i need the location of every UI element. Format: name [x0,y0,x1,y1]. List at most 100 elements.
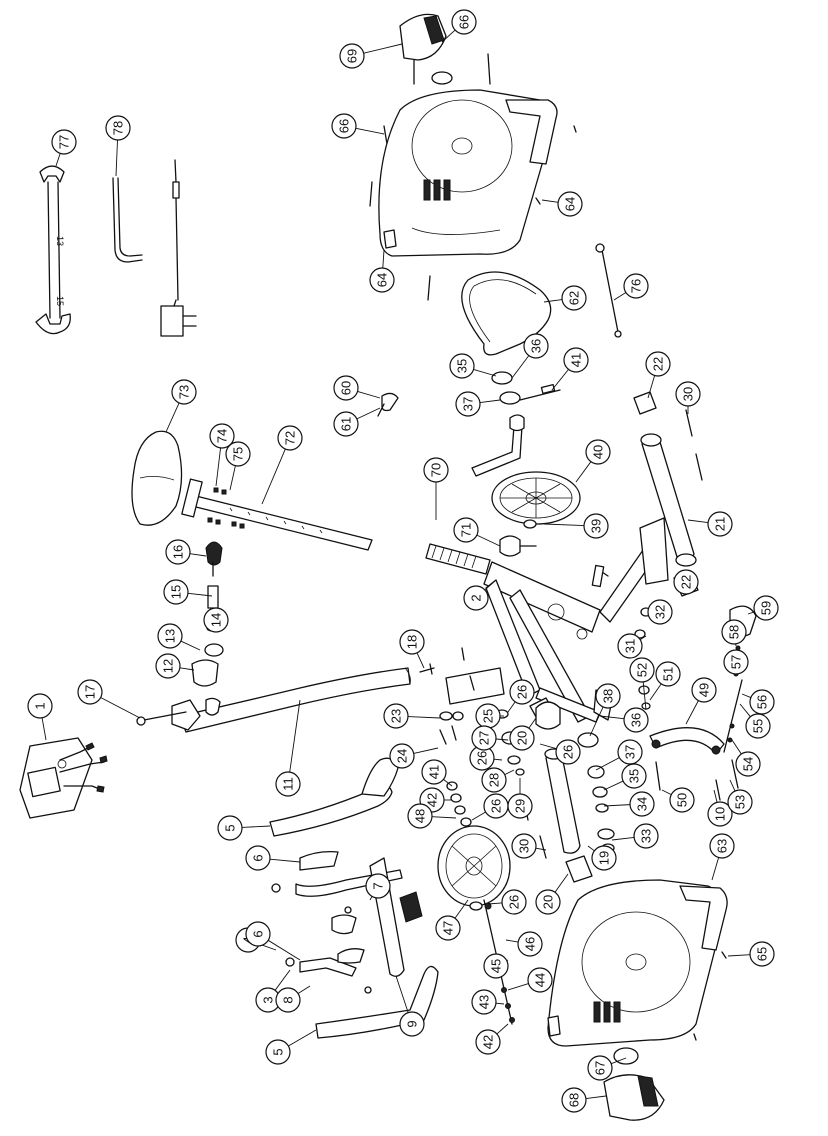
callout-leader-75 [229,465,236,491]
callout-circle [333,375,359,401]
callout-leader-6 [267,939,301,961]
callout-number: 42 [425,793,440,807]
callout-25: 25 [475,703,501,729]
callout-circle [723,649,749,675]
callout-number: 24 [395,749,410,763]
callout-leader-26 [487,902,503,905]
callout-number: 10 [713,807,728,821]
callout-number: 42 [481,1035,496,1049]
callout-70: 70 [423,457,449,483]
callout-circle [331,113,357,139]
callout-leader-26 [539,743,557,750]
callout-circle [623,273,649,299]
callout-22: 22 [673,569,699,595]
lower-end-cap [603,1047,665,1121]
callout-number: 20 [541,895,556,909]
callout-7: 7 [365,873,391,899]
callout-leader-41 [551,369,569,391]
callout-number: 49 [697,683,712,697]
callout-circle [471,989,497,1015]
callout-leader-27 [495,738,509,741]
callout-number: 14 [209,613,224,627]
callout-circle [365,873,391,899]
callout-41: 41 [563,347,589,373]
callout-circle [707,801,733,827]
callout-56: 56 [749,689,775,715]
callout-leader-74 [215,447,222,487]
callout-circle [753,595,779,621]
callout-number: 13 [163,629,178,643]
callout-number: 75 [231,447,246,461]
callout-circle [707,511,733,537]
callout-39: 39 [583,513,609,539]
callout-leader-15 [187,592,213,597]
callout-circle [645,351,671,377]
callout-circle [673,569,699,595]
callout-leader-49 [685,700,699,725]
callout-circle [557,191,583,217]
callout-number: 50 [675,793,690,807]
callout-leader-55 [739,703,751,717]
callout-2: 2 [463,585,489,611]
callout-circle [527,967,553,993]
callout-33: 33 [633,823,659,849]
callout-leader-9 [395,975,409,1013]
callout-number: 69 [345,49,360,63]
callout-leader-66 [355,127,385,135]
callout-number: 57 [729,655,744,669]
callout-number: 9 [405,1020,420,1027]
callout-circle [721,619,747,645]
callout-60: 60 [333,375,359,401]
callout-leader-26 [471,811,486,821]
callout-circle [245,845,271,871]
callout-circle [77,679,103,705]
callout-circle [339,43,365,69]
callout-leader-33 [611,836,635,841]
callout-31: 31 [617,633,643,659]
callout-number: 77 [57,135,72,149]
callout-leader-40 [575,461,592,483]
callout-62: 62 [561,285,587,311]
callout-21: 21 [707,511,733,537]
callout-number: 38 [601,689,616,703]
callout-circle [171,379,197,405]
callout-circle [105,115,131,141]
main-frame [445,517,669,723]
callout-leader-13 [180,640,201,651]
pedal-rod [425,535,537,575]
callout-circle [509,725,535,751]
seat-post [181,478,373,551]
callout-circle [451,9,477,35]
pulse-sensors [299,850,423,964]
callout-leader-46 [505,939,519,943]
callout-number: 71 [459,523,474,537]
callout-number: 7 [371,882,386,889]
callout-number: 35 [455,359,470,373]
callout-number: 31 [623,639,638,653]
callout-26: 26 [483,793,509,819]
callout-leader-54 [731,739,742,755]
callout-36: 36 [623,707,649,733]
callout-leader-19 [587,845,595,852]
handlebar-post [136,541,435,733]
callout-18: 18 [399,629,425,655]
callout-number: 66 [337,119,352,133]
callout-22: 22 [645,351,671,377]
callout-circle [617,633,643,659]
callout-leader-22 [647,375,656,399]
callout-leader-43 [495,1002,505,1005]
callout-number: 3 [261,996,276,1003]
callout-circle [585,439,611,465]
callout-number: 20 [515,731,530,745]
callout-circle [203,607,229,633]
callout-leader-61 [356,407,381,420]
allen-key-tool [112,177,143,263]
callout-40: 40 [585,439,611,465]
callout-leader-52 [642,681,647,711]
callout-circle [623,707,649,733]
callout-leader-17 [100,697,141,719]
callout-leader-38 [589,706,604,737]
callout-number: 41 [427,765,442,779]
